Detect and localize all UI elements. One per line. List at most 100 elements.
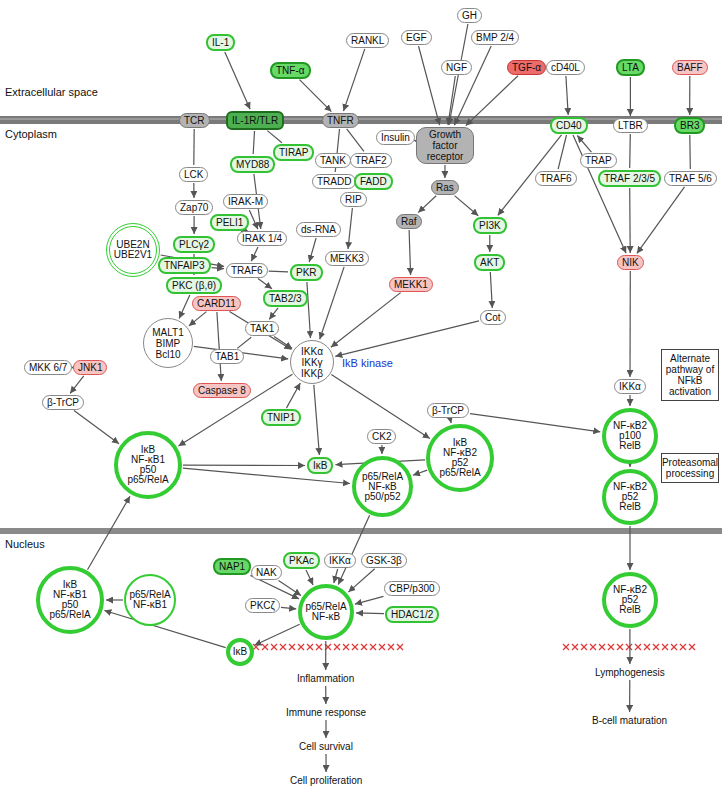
connector	[348, 569, 374, 592]
node-text: Proteasomal processing	[662, 457, 718, 479]
connector	[348, 208, 352, 249]
node-text: IκB	[453, 438, 467, 448]
node-text: NGF	[446, 62, 467, 73]
dna-mark	[671, 644, 677, 650]
node-text: p65/RelA	[362, 472, 403, 482]
connector	[251, 247, 258, 261]
node-text: p50	[140, 465, 157, 475]
complex-circle: p65/RelANF-κBp50/p52	[352, 456, 413, 517]
connector	[309, 238, 316, 262]
complex-circle: IKKαIKKγIKKβ	[290, 340, 334, 384]
dna-mark	[635, 644, 641, 650]
node-text: TAK1	[250, 323, 274, 334]
dna-mark	[662, 644, 668, 650]
connector	[253, 131, 254, 154]
dna-mark	[599, 644, 605, 650]
outcome-label: Inflammation	[294, 672, 357, 685]
node-text: Alternate pathway of NFkB activation	[665, 353, 715, 397]
node-text: UBE2V1	[114, 250, 152, 260]
down-regulated-protein: PLCγ2	[173, 236, 215, 253]
connector	[255, 624, 300, 645]
connector	[325, 754, 326, 772]
protein-node: β-TrCP	[42, 395, 84, 410]
connector	[470, 414, 600, 432]
node-text: JNK1	[78, 362, 102, 373]
dna-mark	[680, 644, 686, 650]
dna-mark	[388, 644, 394, 650]
node-text: Cot	[485, 312, 501, 323]
outcome-label: B-cell maturation	[589, 714, 670, 727]
node-text: BR3	[680, 120, 699, 131]
connector	[334, 569, 338, 583]
protein-node: Insulin	[376, 130, 415, 145]
node-text: RIP	[345, 194, 362, 205]
node-text: NAP1	[219, 561, 245, 572]
connector	[325, 686, 326, 704]
node-text: CD40	[556, 120, 582, 131]
outcome-label: Cell proliferation	[287, 774, 365, 787]
down-regulated-protein: TNIP1	[261, 409, 301, 426]
node-text: BAFF	[677, 62, 703, 73]
dna-mark	[653, 644, 659, 650]
dna-mark	[352, 644, 358, 650]
protein-node: IRAK-M	[223, 194, 268, 209]
strong-down-protein: TNF-α	[270, 62, 311, 79]
dna-mark	[617, 644, 623, 650]
down-regulated-protein: PI3K	[473, 217, 507, 234]
up-regulated-protein: MEKK1	[389, 277, 433, 292]
up-regulated-protein: CARD11	[192, 296, 241, 311]
unchanged-protein: Growth factor receptor	[416, 127, 474, 164]
protein-node: TRADD	[312, 174, 356, 189]
connector	[314, 385, 320, 455]
dna-mark	[581, 644, 587, 650]
node-text: IKKγ	[301, 357, 322, 368]
up-regulated-protein: JNK1	[73, 360, 107, 375]
protein-node: Cot	[480, 310, 506, 325]
dna-mark	[334, 644, 340, 650]
node-text: GH	[462, 10, 477, 21]
protein-node: EGF	[401, 30, 432, 45]
node-text: PELI1	[216, 217, 243, 228]
note-box: Alternate pathway of NFkB activation	[661, 349, 719, 401]
node-text: EGF	[406, 32, 427, 43]
node-text: TIRAP	[279, 147, 308, 158]
dna-mark	[280, 644, 286, 650]
outcome-label: Immune response	[283, 706, 369, 719]
connector	[689, 135, 691, 169]
node-text: cD40L	[551, 62, 580, 73]
connector	[489, 235, 490, 252]
node-text: IKKβ	[301, 368, 323, 379]
dna-mark	[590, 644, 596, 650]
dna-mark	[626, 644, 632, 650]
node-text: NF-κB2	[443, 448, 477, 458]
down-regulated-protein: IκB	[307, 457, 333, 474]
dna-mark	[397, 644, 403, 650]
node-text: TGF-α	[512, 62, 541, 73]
connector	[629, 271, 630, 377]
protein-node: MEKK3	[325, 251, 369, 266]
node-text: p65/RelA	[49, 610, 90, 620]
dna-mark	[370, 644, 376, 650]
protein-node: TRAP	[580, 153, 617, 168]
connector	[281, 607, 296, 609]
protein-node: Zap70	[175, 200, 213, 215]
dna-mark	[653, 644, 659, 650]
dna-mark	[361, 644, 367, 650]
dna-mark	[680, 644, 686, 650]
dna-mark	[271, 644, 277, 650]
node-text: IRAK 1/4	[242, 233, 282, 244]
connector	[331, 293, 401, 348]
connector	[249, 210, 258, 229]
node-text: Immune response	[286, 707, 366, 718]
node-text: TRAP	[585, 155, 612, 166]
protein-node: TAK1	[245, 321, 279, 336]
compartment-label: Cytoplasm	[5, 128, 57, 140]
connector	[573, 135, 626, 253]
connector	[320, 267, 344, 339]
complex-circle: NF-κB2p52RelB	[602, 469, 658, 525]
connector	[490, 272, 492, 308]
connector	[70, 376, 84, 394]
node-text: PKCζ	[250, 600, 275, 611]
connector	[269, 271, 288, 273]
